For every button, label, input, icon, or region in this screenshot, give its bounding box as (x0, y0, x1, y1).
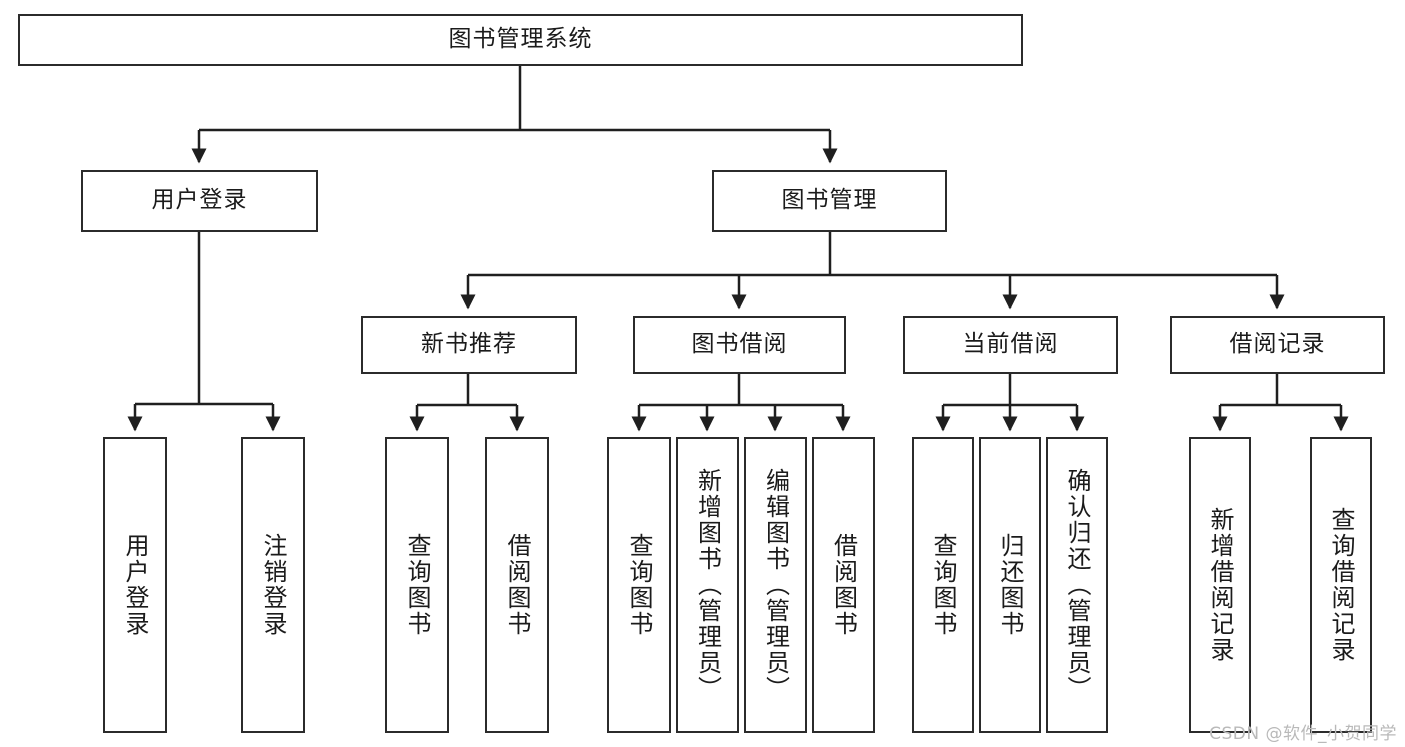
node-label: 查询图书 (403, 533, 431, 637)
node-book-borrow[interactable]: 图书借阅 (633, 316, 846, 374)
leaf-borrow-record-add-record[interactable]: 新增借阅记录 (1189, 437, 1251, 733)
leaf-current-borrow-query-book[interactable]: 查询图书 (912, 437, 974, 733)
node-book-management[interactable]: 图书管理 (712, 170, 947, 232)
node-label: 新增图书（管理员） (693, 468, 722, 702)
leaf-user-login-login[interactable]: 用户登录 (103, 437, 167, 733)
leaf-borrow-record-query-record[interactable]: 查询借阅记录 (1310, 437, 1372, 733)
leaf-user-login-logout[interactable]: 注销登录 (241, 437, 305, 733)
node-label: 借阅记录 (1229, 331, 1326, 358)
node-label: 查询图书 (625, 533, 653, 637)
node-label: 图书借阅 (691, 331, 788, 358)
node-label: 当前借阅 (962, 331, 1059, 358)
node-label: 查询图书 (929, 533, 957, 637)
node-current-borrow[interactable]: 当前借阅 (903, 316, 1118, 374)
leaf-current-borrow-return-book[interactable]: 归还图书 (979, 437, 1041, 733)
leaf-book-borrow-edit-book-admin[interactable]: 编辑图书（管理员） (744, 437, 807, 733)
node-label: 借阅图书 (503, 533, 531, 637)
node-label: 图书管理 (781, 187, 878, 214)
node-label: 用户登录 (121, 533, 149, 637)
csdn-watermark: CSDN @软件_小贺同学 (1209, 724, 1397, 744)
leaf-current-borrow-confirm-return-admin[interactable]: 确认归还（管理员） (1046, 437, 1108, 733)
node-label: 用户登录 (151, 187, 248, 214)
leaf-book-borrow-query-book[interactable]: 查询图书 (607, 437, 671, 733)
leaf-new-book-borrow-book[interactable]: 借阅图书 (485, 437, 549, 733)
node-root-book-management-system[interactable]: 图书管理系统 (18, 14, 1023, 66)
node-label: 图书管理系统 (448, 26, 593, 53)
leaf-new-book-query-book[interactable]: 查询图书 (385, 437, 449, 733)
node-label: 借阅图书 (829, 533, 858, 637)
node-label: 确认归还（管理员） (1063, 468, 1091, 702)
node-user-login[interactable]: 用户登录 (81, 170, 318, 232)
leaf-book-borrow-borrow-book[interactable]: 借阅图书 (812, 437, 875, 733)
node-label: 查询借阅记录 (1327, 507, 1355, 663)
node-label: 注销登录 (259, 533, 287, 637)
leaf-book-borrow-add-book-admin[interactable]: 新增图书（管理员） (676, 437, 739, 733)
node-label: 新增借阅记录 (1206, 507, 1234, 663)
node-new-book-recommend[interactable]: 新书推荐 (361, 316, 577, 374)
node-label: 编辑图书（管理员） (761, 468, 790, 702)
node-label: 归还图书 (996, 533, 1024, 637)
node-borrow-record[interactable]: 借阅记录 (1170, 316, 1385, 374)
node-label: 新书推荐 (421, 331, 517, 358)
